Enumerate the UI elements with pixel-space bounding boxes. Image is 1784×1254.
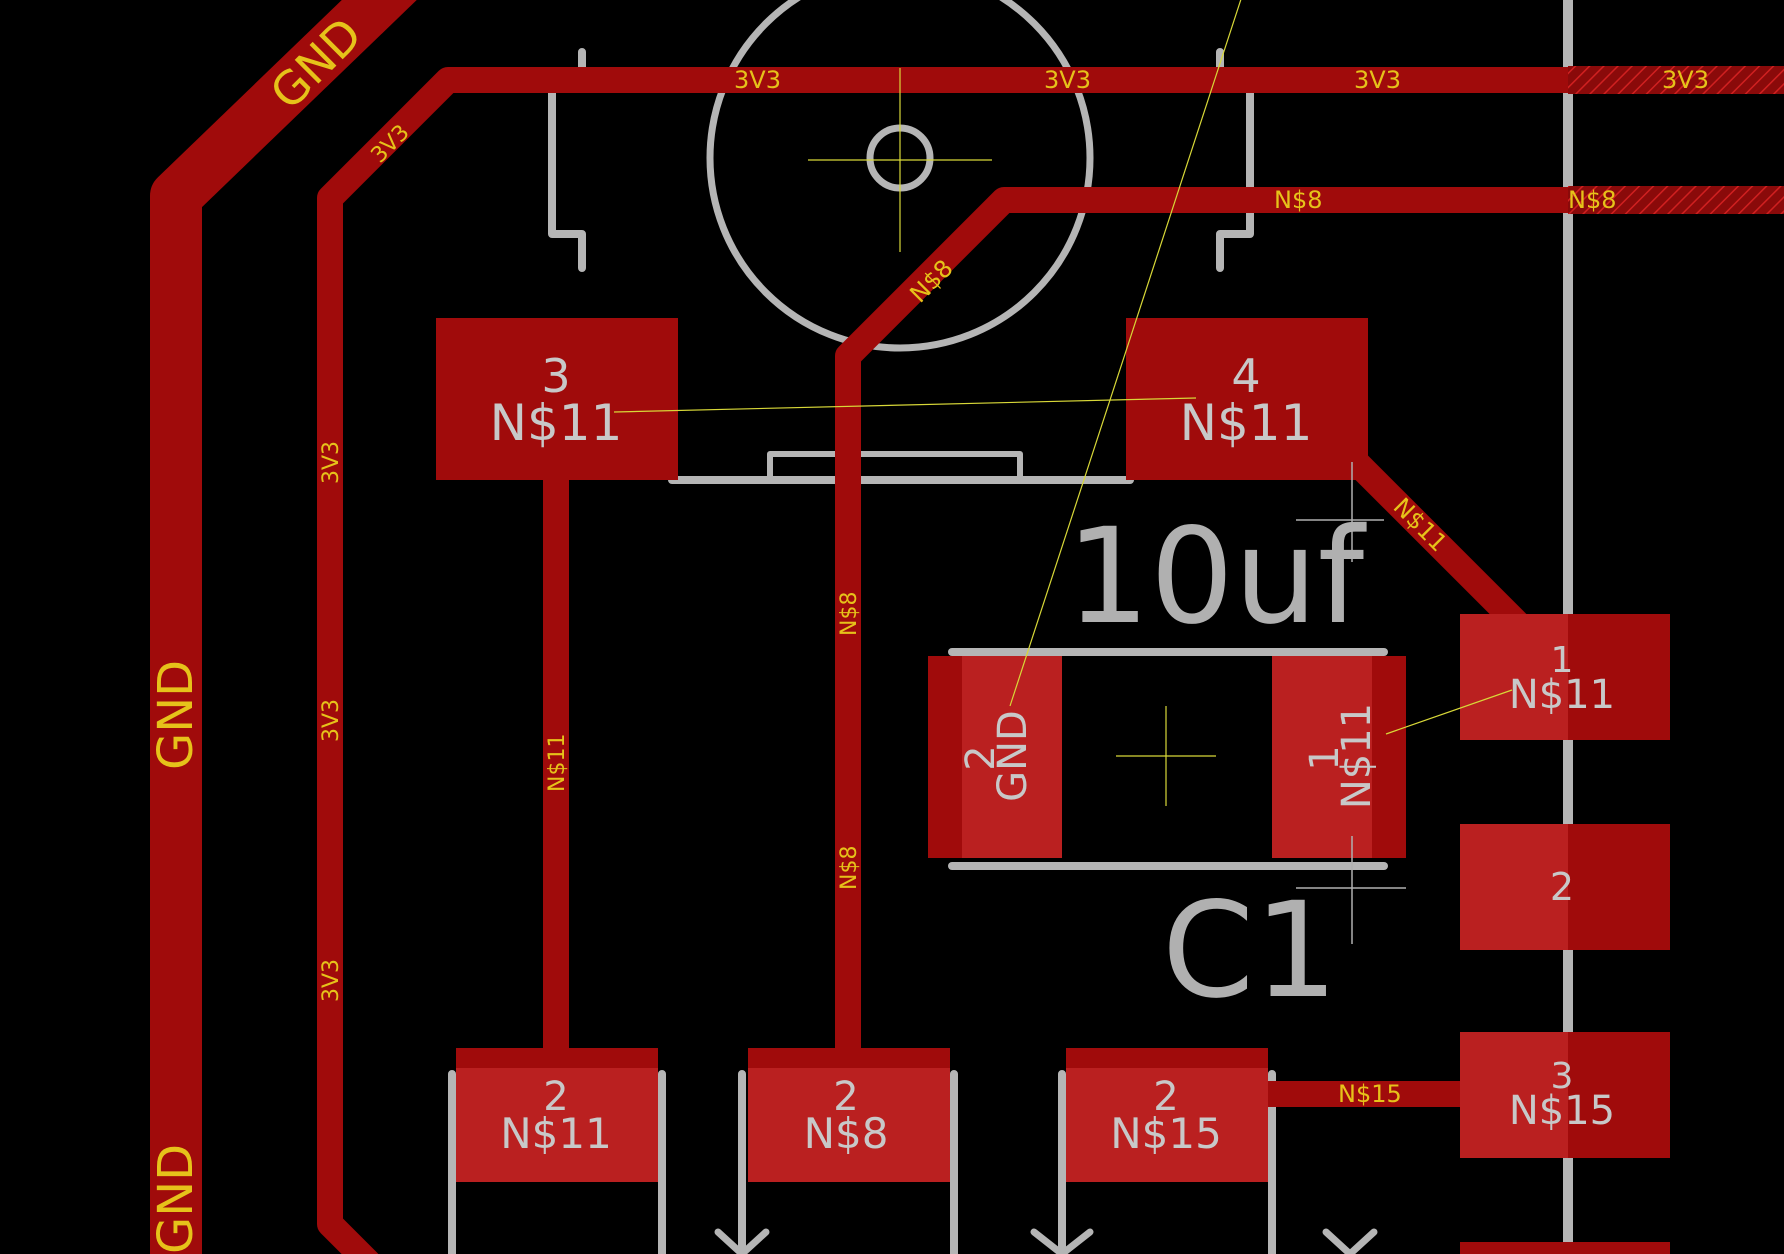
n11-label-v: N$11 [545,734,570,792]
pad-net-label: N$11 [1509,672,1615,718]
c1-name-label: C1 [1162,874,1338,1028]
c1-origin-cross [1116,706,1216,806]
text-origin-crosses [1296,462,1406,944]
pad-number: 2 [1153,1074,1178,1120]
switch-origin-cross [808,68,992,252]
bottom-part-c-arrow [1030,1228,1094,1254]
airwires-layer [613,0,1513,806]
n15-label: N$15 [1338,1080,1402,1108]
n8-label-v1: N$8 [837,592,862,636]
pad-net-label: N$15 [1509,1088,1615,1134]
bottom-pad-b[interactable]: 2 N$8 [748,1048,950,1182]
pad-number: 2 [543,1074,568,1120]
pad-net-label: N$11 [1180,394,1313,452]
n8-label-2: N$8 [1568,186,1617,214]
gnd-label-mid: GND [148,660,204,770]
pad-number: 2 [958,745,1004,770]
pad-net-label: N$15 [1110,1109,1222,1158]
pad-number: 2 [1550,865,1574,909]
switch-bottom-tab [767,451,1023,481]
gnd-label-bottom: GND [148,1144,204,1254]
v3v3-label-v2: 3V3 [319,699,344,742]
switch-pad-3[interactable]: 3 N$11 [436,318,678,480]
n11-trace-diagonal[interactable] [1341,447,1537,643]
net-labels: GND GND GND 3V3 3V3 3V3 3V3 3V3 3V3 3V3 … [148,7,1709,1254]
connector-pad-3[interactable]: 3 N$15 [1460,1032,1670,1158]
connector-pad-4-partial[interactable] [1460,1242,1670,1254]
bottom-part-b-arrow [714,1228,770,1254]
pad-number: 4 [1231,349,1260,403]
bottom-part-a-outline [448,1070,666,1254]
v3v3-label-4: 3V3 [1662,66,1709,94]
pad-number: 2 [833,1074,858,1120]
bottom-part-b-outline [738,1070,958,1254]
v3v3-label-3: 3V3 [1354,66,1401,94]
pad-net-label: N$11 [1334,703,1380,809]
v3v3-label-2: 3V3 [1044,66,1091,94]
pad-number: 3 [541,349,570,403]
pad-number: 1 [1551,640,1574,681]
c1-value-label: 10uf [1066,500,1367,654]
switch-pad-4[interactable]: 4 N$11 [1126,318,1368,480]
pad-number: 1 [1302,745,1348,770]
n8-label-1: N$8 [1274,186,1323,214]
pad-number: 3 [1551,1056,1574,1097]
pad-net-label: GND [990,710,1036,802]
traces-layer [150,0,1784,1254]
n8-trace[interactable] [835,187,1784,1073]
v3v3-hatched-segment [1568,66,1784,94]
bottom-pad-a[interactable]: 2 N$11 [456,1048,658,1182]
connector-pad-1[interactable]: 1 N$11 [1460,614,1670,740]
n8-hatched-segment [1568,186,1784,214]
pad-net-label: N$8 [804,1109,889,1158]
c1-pad-1[interactable]: 1 N$11 [1272,656,1406,858]
name-text-origin-cross [1296,836,1406,944]
pad-net-label: N$11 [490,394,623,452]
value-text-origin-cross [1296,462,1384,562]
pad-net-label: N$11 [500,1109,612,1158]
airwire-n11-switch [613,397,1197,413]
v3v3-label-1: 3V3 [734,66,781,94]
airwire-n11-connector [1385,689,1513,735]
c1-pad-2[interactable]: 2 GND [928,656,1062,858]
bottom-part-d-arrow [1322,1228,1378,1254]
v3v3-trace[interactable] [317,67,1784,1254]
n8-label-v2: N$8 [837,846,862,890]
switch-body-outline [706,0,1094,352]
gnd-trace[interactable] [150,0,417,1254]
connector-pad-2[interactable]: 2 [1460,824,1670,950]
pads-layer: 3 N$11 4 N$11 2 GND 1 N$11 1 N$11 [436,318,1670,1254]
airwire-gnd [1009,0,1242,707]
v3v3-label-v1: 3V3 [319,441,344,484]
v3v3-label-v3: 3V3 [319,959,344,1002]
bottom-pad-c[interactable]: 2 N$15 [1066,1048,1268,1182]
